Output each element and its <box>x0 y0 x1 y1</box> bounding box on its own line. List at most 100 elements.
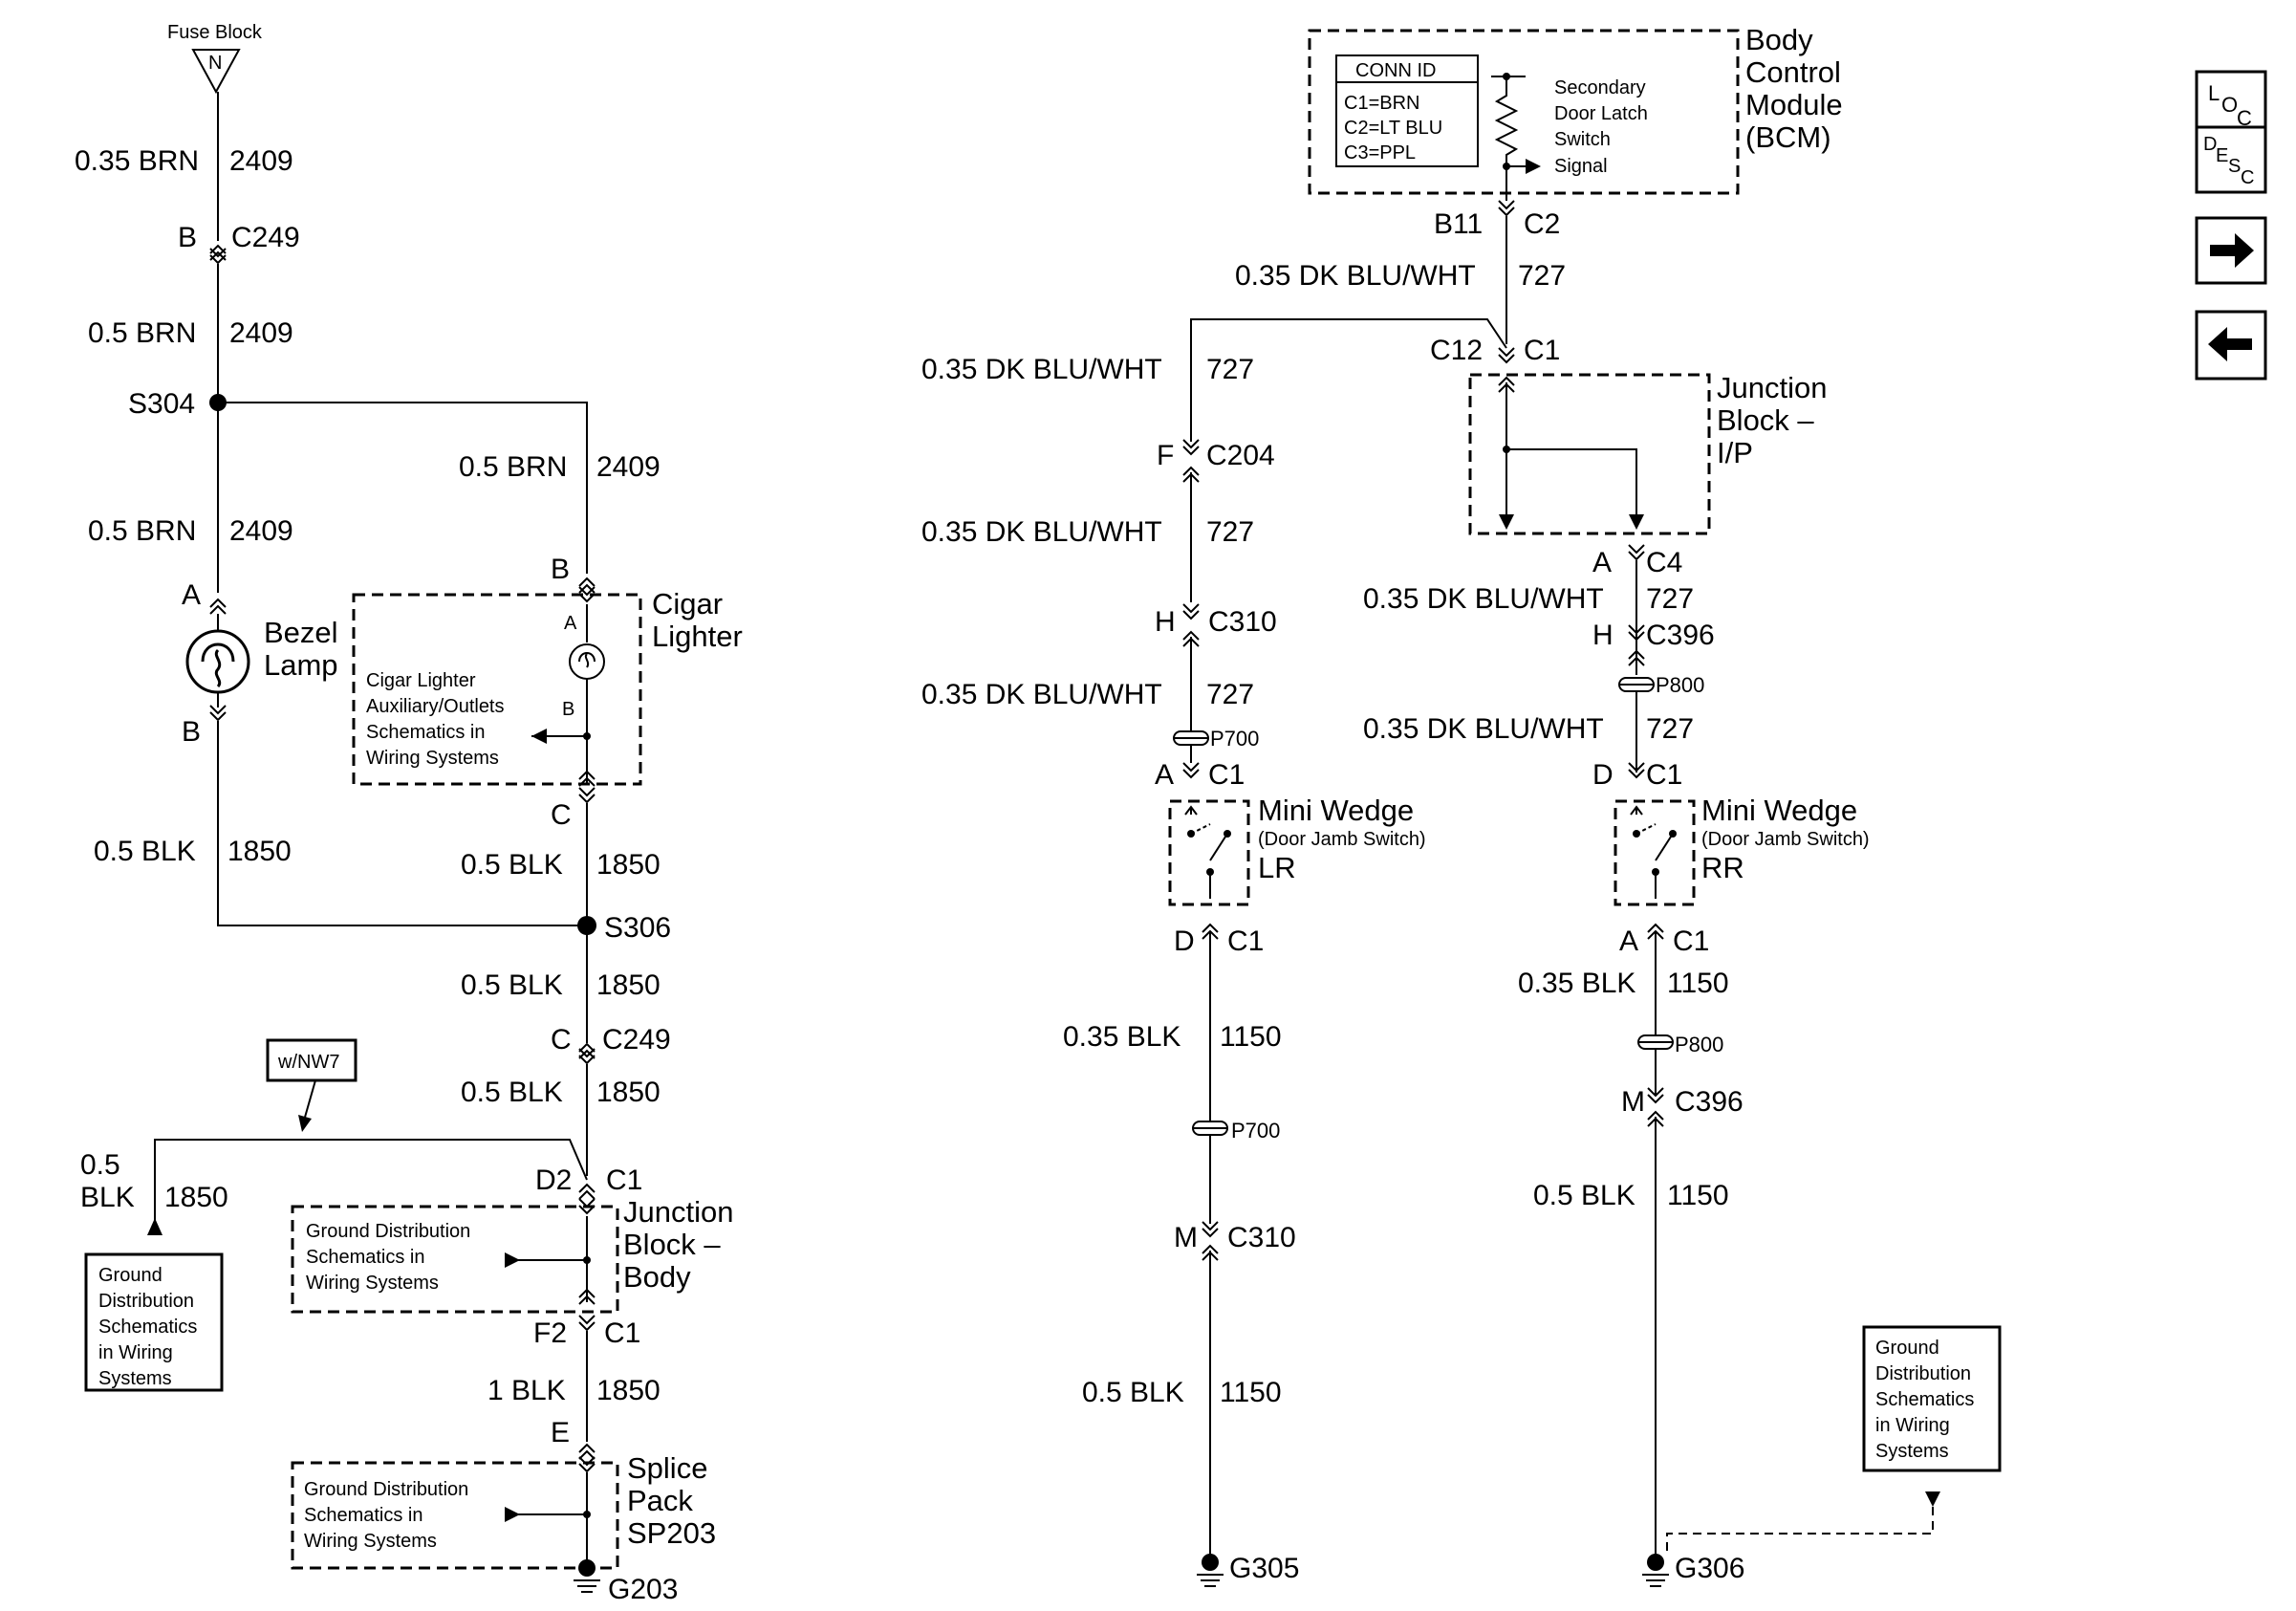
ground-g306-icon <box>1641 1553 1670 1587</box>
bezel-lamp-icon <box>185 629 250 694</box>
option-nw7-box <box>266 1038 357 1082</box>
connector-id: C1 <box>1524 335 1560 366</box>
cigar-lighter-reference: Cigar Lighter <box>366 670 476 691</box>
ground-distribution-reference-left[interactable]: Ground Distribution Schematics in Wiring… <box>84 1252 224 1392</box>
connector-pin: A <box>1592 547 1612 578</box>
fuse-block-symbol <box>191 49 241 95</box>
connector-id: C1 <box>1646 759 1682 791</box>
switch-label: (Door Jamb Switch) <box>1258 829 1426 850</box>
splice-pack-label: Splice <box>627 1451 707 1485</box>
fuse-letter: N <box>208 53 222 74</box>
reference-text: in Wiring <box>98 1342 173 1363</box>
bcm-label: (BCM) <box>1745 120 1831 154</box>
arrow-down-icon <box>1499 514 1514 530</box>
bcm-label: Control <box>1745 55 1841 89</box>
arrow-down-icon <box>1629 514 1644 530</box>
bcm-label: Body <box>1745 23 1813 56</box>
wire-label-gauge: 0.5 BLK <box>461 1077 563 1108</box>
rr-door-jamb-switch-box <box>1614 799 1696 906</box>
p700-inline-fuse-icon <box>1173 730 1209 746</box>
ground-label: G203 <box>608 1574 678 1605</box>
wire-label-circuit: 1850 <box>227 836 292 867</box>
connector-pin: B <box>562 699 574 720</box>
wire-label-circuit: 727 <box>1206 516 1254 548</box>
switch-label: Mini Wedge <box>1258 794 1414 827</box>
splice-pack-reference: Wiring Systems <box>304 1531 437 1552</box>
desc-letter-d: D <box>2203 134 2217 155</box>
desc-letter-c: C <box>2241 167 2254 188</box>
conn-id-table <box>1335 54 1479 167</box>
connector-pin: D <box>1174 925 1195 957</box>
cigar-lighter-reference: Schematics in <box>366 722 486 743</box>
previous-page-button[interactable] <box>2195 310 2267 381</box>
rr-door-switch-icon <box>1630 805 1677 899</box>
splice-pack-label: SP203 <box>627 1516 716 1550</box>
loc-letter-c: C <box>2237 106 2252 130</box>
wire-label-circuit: 1850 <box>596 1375 661 1406</box>
wire-label-gauge: 0.35 DK BLU/WHT <box>1363 583 1604 615</box>
wire-label-gauge: 0.5 BRN <box>459 451 567 483</box>
splice-s306-dot <box>577 916 596 935</box>
desc-button[interactable]: D E S C <box>2195 125 2267 194</box>
arrow-down-icon <box>298 1115 312 1132</box>
resistor-icon <box>1494 76 1519 201</box>
arrow-right-icon <box>531 729 547 744</box>
connector-id: C4 <box>1646 547 1682 578</box>
wire-label-gauge: 0.35 DK BLU/WHT <box>921 679 1162 710</box>
wire-label-circuit: 1850 <box>596 969 661 1001</box>
connector-pin: A <box>182 579 201 611</box>
connector-id: C1 <box>606 1165 642 1196</box>
wire-label-gauge: 0.5 BRN <box>88 317 196 349</box>
connector-pin: F <box>1157 440 1174 471</box>
wire-label-circuit: 727 <box>1646 713 1694 745</box>
splice-pack-box <box>291 1461 619 1570</box>
ground-distribution-reference-right[interactable]: Ground Distribution Schematics in Wiring… <box>1862 1325 2002 1472</box>
wire-label-gauge: 0.35 DK BLU/WHT <box>1363 713 1604 745</box>
ground-label: G305 <box>1229 1553 1299 1584</box>
wire-label-gauge: 0.35 BLK <box>1063 1021 1180 1053</box>
bcm-label: Module <box>1745 88 1843 121</box>
connector-id: P800 <box>1656 673 1704 697</box>
connector-pin: D2 <box>535 1165 572 1196</box>
connector-pin: M <box>1174 1222 1198 1253</box>
arrow-right-icon <box>2210 233 2254 268</box>
loc-letter-l: L <box>2208 81 2220 105</box>
arrow-up-icon <box>147 1218 162 1235</box>
connector-id: C310 <box>1208 606 1277 638</box>
wire-label-circuit: 2409 <box>229 317 293 349</box>
connector-pin: A <box>1619 925 1638 957</box>
conn-id-entry: C3=PPL <box>1344 142 1416 163</box>
wire-label-circuit: 1150 <box>1220 1021 1282 1053</box>
connector-id: C310 <box>1227 1222 1296 1253</box>
reference-text: Distribution <box>98 1291 194 1312</box>
wire-label-circuit: 727 <box>1206 679 1254 710</box>
p800-inline-fuse-icon <box>1618 677 1655 692</box>
wire-label-gauge: 0.35 DK BLU/WHT <box>921 354 1162 385</box>
wire-label-circuit: 727 <box>1206 354 1254 385</box>
next-page-button[interactable] <box>2195 216 2267 285</box>
wire-label-circuit: 2409 <box>596 451 661 483</box>
wire-label-gauge: 0.35 BRN <box>75 145 199 177</box>
wire-label-gauge: 0.35 DK BLU/WHT <box>1235 260 1476 292</box>
reference-text: Schematics <box>1875 1389 1974 1410</box>
junction-block-body-box <box>291 1205 619 1314</box>
option-label: w/NW7 <box>277 1052 339 1073</box>
conn-id-title: CONN ID <box>1355 60 1436 81</box>
wire-branch-to-lr <box>1190 318 1507 442</box>
connector-pin: C12 <box>1430 335 1483 366</box>
conn-id-entry: C1=BRN <box>1344 93 1419 114</box>
bezel-lamp-label: Lamp <box>264 648 338 682</box>
connector-pin: A <box>1155 759 1174 791</box>
connector-pin: H <box>1592 620 1614 651</box>
wire-nw7-branch <box>154 1139 588 1224</box>
connector-id: C249 <box>602 1024 671 1056</box>
connector-pin: B <box>551 554 570 585</box>
wire-label-gauge: 1 BLK <box>487 1375 566 1406</box>
fuse-block-label: Fuse Block <box>167 22 263 43</box>
p800-inline-fuse-icon <box>1637 1034 1674 1050</box>
wire-label-gauge: 0.35 DK BLU/WHT <box>921 516 1162 548</box>
arrow-right-icon <box>1526 159 1541 174</box>
cigar-lighter-element-icon <box>569 643 605 680</box>
wire-label-gauge: 0.5 BLK <box>1082 1377 1184 1408</box>
